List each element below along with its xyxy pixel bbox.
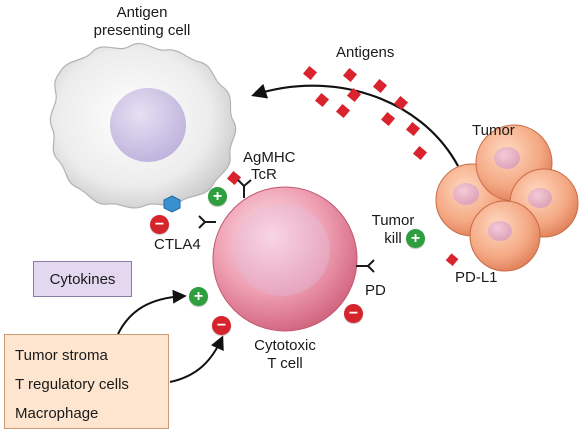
ctla4-receptor <box>198 215 216 229</box>
tumor-cell <box>469 200 541 272</box>
antigen-flow-arrow <box>251 83 459 167</box>
antigen-particle <box>372 78 388 94</box>
apc-label-line1: Antigen <box>116 4 168 21</box>
stroma-box: Tumor stroma T regulatory cells Macropha… <box>4 334 169 429</box>
antigen-presenting-cell <box>49 42 237 209</box>
tumor-kill-line1: Tumor <box>371 212 415 229</box>
stroma-item: T regulatory cells <box>15 376 129 393</box>
t-cell-label-line1: Cytotoxic <box>254 337 316 354</box>
pd-label: PD <box>365 282 386 299</box>
tcr-stimulatory-sign: + <box>208 187 227 206</box>
ctla4-label: CTLA4 <box>154 236 201 253</box>
pd-receptor <box>356 259 375 273</box>
stroma-item: Tumor stroma <box>15 347 108 364</box>
pd-l1-ligand <box>445 253 459 267</box>
cytokines-label: Cytokines <box>49 270 116 288</box>
cytokines-stimulatory-sign: + <box>189 287 208 306</box>
agmhc-label: AgMHC <box>243 149 296 166</box>
t-cell-label-line2: T cell <box>267 355 303 372</box>
antigen-particle <box>346 87 362 103</box>
t-cell-nucleus <box>234 204 330 296</box>
antigen-particle <box>342 67 358 83</box>
antigen-particle <box>302 65 318 81</box>
apc-label-line2: presenting cell <box>93 22 191 39</box>
tumor-label: Tumor <box>472 122 515 139</box>
tumor-cluster <box>435 124 579 272</box>
cytokines-box: Cytokines <box>33 261 132 297</box>
antigens-label: Antigens <box>336 44 395 61</box>
pd-l1-label: PD-L1 <box>455 269 498 286</box>
receptors <box>198 179 375 273</box>
stroma-to-t-cell-arrow <box>169 335 224 383</box>
tumor-kill-sign: + <box>406 229 425 248</box>
antigen-particle <box>314 92 330 108</box>
apc-nucleus <box>110 88 186 162</box>
tcr-label: TcR <box>251 166 277 183</box>
antigen-particle <box>405 121 421 137</box>
b7-ligand <box>163 195 181 213</box>
tumor-kill-label: Tumor kill <box>370 212 416 248</box>
antigen-particles <box>226 65 459 267</box>
antigen-particle <box>393 95 409 111</box>
apc-label: Antigen presenting cell <box>82 4 202 40</box>
antigen-particle <box>412 145 428 161</box>
antigen-particle <box>380 111 396 127</box>
antigen-particle <box>335 103 351 119</box>
tcr-receptor <box>237 179 252 198</box>
stroma-inhibitory-sign: − <box>212 316 231 335</box>
stroma-to-cytokines-arrow <box>117 289 187 335</box>
ctla4-inhibitory-sign: − <box>150 215 169 234</box>
stroma-item: Macrophage <box>15 405 99 422</box>
agmhc-antigen <box>226 170 242 186</box>
pd-inhibitory-sign: − <box>344 304 363 323</box>
cytotoxic-t-cell <box>212 186 358 332</box>
tumor-kill-line2: kill <box>384 230 402 247</box>
t-cell-label: Cytotoxic T cell <box>240 337 330 373</box>
